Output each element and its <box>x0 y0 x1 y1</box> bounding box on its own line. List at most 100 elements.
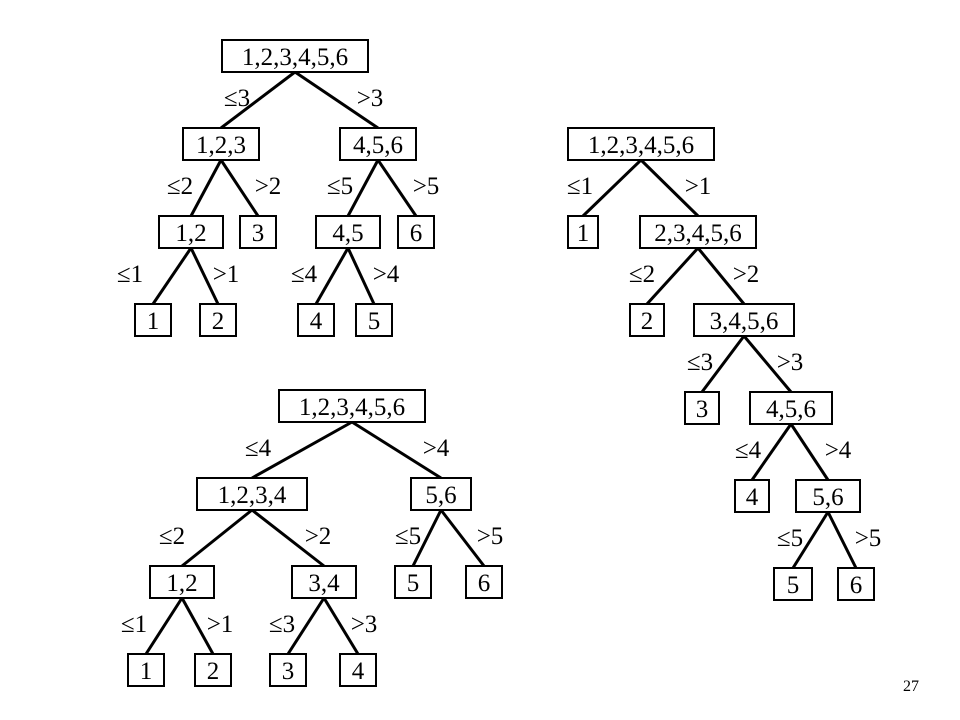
tree-2-edge <box>581 158 643 218</box>
tree-3-edge <box>322 597 360 655</box>
node-label: 4 <box>352 658 365 685</box>
tree-3-edge-label: ≤1 <box>121 611 147 638</box>
node-box <box>194 653 232 687</box>
tree-3-edge-label: >1 <box>207 611 234 638</box>
node-box <box>182 127 260 161</box>
node-label: 1,2,3 <box>196 132 246 159</box>
node-label: 5 <box>368 308 381 335</box>
tree-1-edge <box>376 159 418 217</box>
tree-1-edge-label: ≤2 <box>167 173 193 200</box>
node-label: 1 <box>577 220 590 247</box>
node-label: 1,2 <box>166 570 197 597</box>
tree-3-node: 1 <box>127 653 165 687</box>
tree-3-edge <box>351 420 442 480</box>
tree-2-node: 5 <box>773 567 813 601</box>
tree-2-edge-label: ≤3 <box>687 349 713 376</box>
page-number: 27 <box>903 678 919 695</box>
tree-3-edge-label: >4 <box>423 435 450 462</box>
node-box <box>567 215 599 249</box>
tree-2-edge <box>639 158 700 218</box>
node-label: 5 <box>407 570 420 597</box>
tree-1-node: 1,2 <box>158 215 224 249</box>
tree-3-node: 4 <box>339 653 377 687</box>
tree-1-edge-label: >1 <box>213 261 240 288</box>
tree-3-edge <box>181 508 253 568</box>
tree-2-node: 1 <box>567 215 599 249</box>
tree-2-node: 4,5,6 <box>749 391 833 425</box>
node-box <box>629 303 665 337</box>
node-box <box>734 479 770 513</box>
node-box <box>278 389 426 423</box>
node-box <box>339 653 377 687</box>
tree-3-edge <box>439 509 486 567</box>
tree-1-edge <box>219 159 260 217</box>
tree-3-edge-label: ≤4 <box>245 435 272 462</box>
tree-3-edge <box>251 508 325 568</box>
tree-2-edge-label: ≤1 <box>567 173 593 200</box>
tree-2-node: 1,2,3,4,5,6 <box>567 127 715 161</box>
tree-2-edge-label: >1 <box>685 173 712 200</box>
node-box <box>127 653 165 687</box>
tree-2-edge-label: ≤2 <box>629 261 655 288</box>
tree-3-node: 6 <box>465 565 503 599</box>
node-label: 1 <box>140 658 153 685</box>
tree-1-edge <box>346 159 380 217</box>
tree-2-edge <box>791 511 830 569</box>
node-label: 1,2,3,4 <box>218 482 287 509</box>
node-box <box>837 567 875 601</box>
tree-1-edge <box>314 247 350 305</box>
node-box <box>158 215 224 249</box>
tree-2-edge-label: >3 <box>777 349 804 376</box>
node-label: 4,5 <box>332 220 363 247</box>
node-box <box>639 215 757 249</box>
tree-1-edge <box>346 247 376 305</box>
node-label: 2,3,4,5,6 <box>654 220 742 247</box>
node-box <box>567 127 715 161</box>
tree-2-edge <box>789 423 830 481</box>
tree-3-node: 3,4 <box>291 565 357 599</box>
tree-2-edge <box>696 247 746 305</box>
node-box <box>693 303 795 337</box>
tree-3-edge <box>411 509 443 567</box>
node-box <box>297 303 335 337</box>
tree-2-edge-label: >5 <box>855 525 882 552</box>
tree-1-edge-label: ≤5 <box>327 173 353 200</box>
node-label: 3 <box>282 658 295 685</box>
tree-3-node: 1,2,3,4 <box>196 477 308 511</box>
node-box <box>397 215 435 249</box>
tree-2-edge <box>742 335 793 393</box>
node-label: 4 <box>310 308 323 335</box>
tree-1-edge-label: ≤3 <box>224 85 250 112</box>
tree-2-node: 6 <box>837 567 875 601</box>
tree-3-node: 5,6 <box>410 477 472 511</box>
node-label: 4,5,6 <box>353 132 403 159</box>
node-box <box>315 215 381 249</box>
node-label: 6 <box>478 570 491 597</box>
tree-3-edge-label: >5 <box>477 523 504 550</box>
node-box <box>465 565 503 599</box>
node-box <box>773 567 813 601</box>
node-label: 4 <box>746 484 759 511</box>
node-label: 5,6 <box>425 482 456 509</box>
node-label: 6 <box>410 220 423 247</box>
tree-3-node: 2 <box>194 653 232 687</box>
node-box <box>749 391 833 425</box>
node-label: 5,6 <box>812 484 843 511</box>
tree-1-node: 1,2,3,4,5,6 <box>221 39 369 73</box>
tree-1-edge-label: ≤1 <box>117 261 143 288</box>
tree-2-node: 3 <box>684 391 720 425</box>
tree-1-edge-label: >2 <box>255 173 282 200</box>
tree-3-edge-label: ≤3 <box>269 611 295 638</box>
node-box <box>269 653 307 687</box>
node-label: 2 <box>212 308 225 335</box>
tree-2-edge-label: ≤4 <box>735 437 762 464</box>
tree-3-node: 1,2,3,4,5,6 <box>278 389 426 423</box>
tree-3-node: 1,2 <box>149 565 215 599</box>
tree-3-edge-label: ≤5 <box>395 523 421 550</box>
tree-1-edge <box>189 247 220 305</box>
tree-3-node: 5 <box>394 565 432 599</box>
node-label: 1,2,3,4,5,6 <box>588 132 694 159</box>
node-label: 1,2 <box>175 220 206 247</box>
